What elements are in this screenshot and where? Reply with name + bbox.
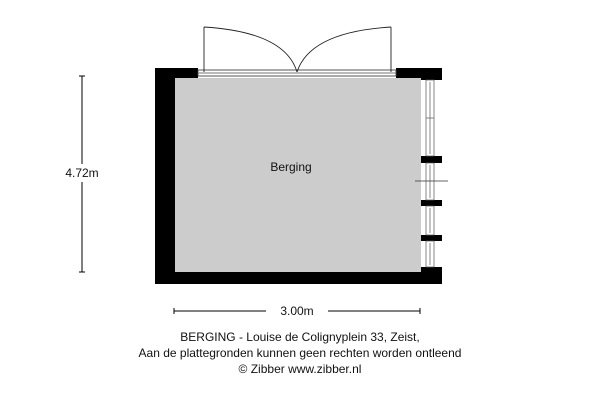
height-dimension-label: 4.72m [65,166,98,180]
wall-pillar [421,156,442,163]
width-dimension-label: 3.00m [280,304,313,318]
wall-pillar [421,235,442,241]
wall-bottom [155,272,442,284]
caption-copyright: © Zibber www.zibber.nl [239,362,362,376]
walls [155,68,442,284]
caption-disclaimer: Aan de plattegronden kunnen geen rechten… [139,346,462,360]
height-dimension [79,75,85,273]
wall-top-left [155,68,198,78]
room-floor [175,78,421,272]
width-dimension [173,308,421,314]
double-door [197,26,397,77]
wall-left [155,68,175,284]
wall-top-right [396,68,442,78]
wall-right-top [421,68,442,80]
caption-title: BERGING - Louise de Colignyplein 33, Zei… [180,330,419,344]
windows-right [415,79,448,268]
wall-pillar [421,200,442,206]
room-label: Berging [270,160,311,174]
wall-pillar [421,267,442,273]
